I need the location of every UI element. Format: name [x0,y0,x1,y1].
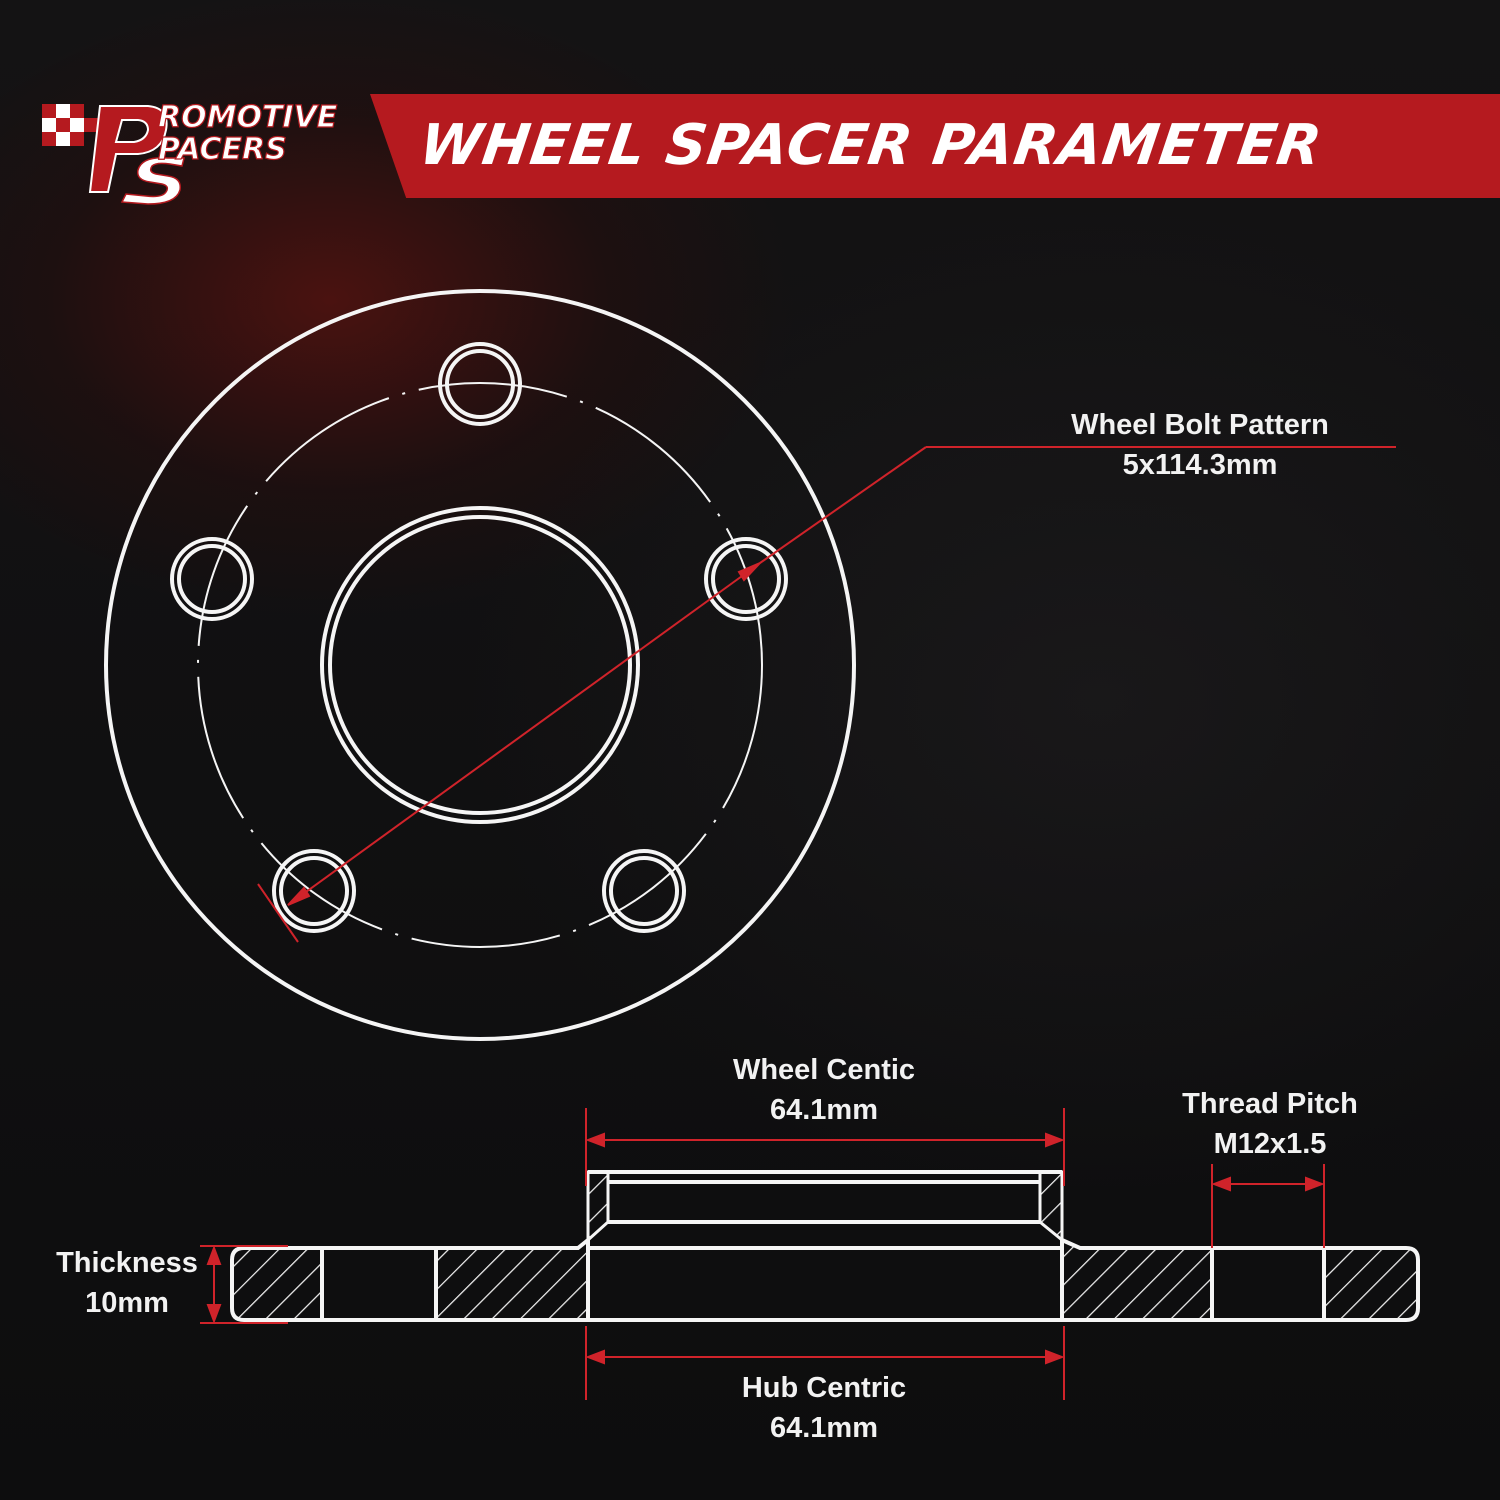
bolt-circle [197,382,763,948]
hatch-left-outer [230,1246,324,1322]
brand-logo-mark [42,104,185,205]
thread-pitch-dimension [1211,1164,1325,1248]
wheel-centric-title: Wheel Centic [732,1054,916,1086]
hatch-right-inner [1060,1236,1214,1322]
thickness-value: 10mm [85,1287,169,1319]
logo-text-bottom: PACERS [157,131,287,167]
header-banner [370,94,1500,198]
wheel-centric-dimension [585,1108,1065,1186]
hub-centric-title: Hub Centric [741,1372,907,1404]
thread-pitch-value: M12x1.5 [1213,1128,1327,1160]
bolt-hole [170,537,254,621]
bolt-hole [272,849,356,933]
thickness-title: Thickness [56,1247,198,1279]
hatch-lip-right [1038,1170,1064,1244]
center-bore-inner [328,515,632,815]
hub-centric-dimension [585,1326,1065,1400]
thickness-label: Thickness 10mm [34,1243,220,1323]
hub-centric-value: 64.1mm [769,1412,878,1444]
spacer-side-view [230,1170,1420,1322]
bolt-hole [704,537,788,621]
brand-logo: ROMOTIVE PACERS [30,96,370,206]
bolt-pattern-dimension [257,446,1396,943]
bolt-pattern-value: 5x114.3mm [1122,449,1278,481]
center-bore-outer [320,506,640,824]
wheel-centric-label: Wheel Centic 64.1mm [664,1050,984,1130]
bolt-hole [438,342,522,426]
bolt-hole [602,849,686,933]
thickness-dimension [200,1245,288,1324]
spacer-front-view [104,289,856,1041]
hatch-lip-left [586,1170,610,1244]
hatch-left-inner [434,1235,590,1322]
logo-text-top: ROMOTIVE [157,99,338,135]
bolt-pattern-title: Wheel Bolt Pattern [1071,409,1329,441]
outer-edge [104,289,856,1041]
thread-pitch-label: Thread Pitch M12x1.5 [1140,1084,1400,1164]
hatch-right-outer [1322,1246,1420,1322]
bolt-pattern-label: Wheel Bolt Pattern 5x114.3mm [1020,405,1380,485]
wheel-centric-value: 64.1mm [769,1094,878,1126]
thread-pitch-title: Thread Pitch [1182,1088,1358,1120]
hub-centric-label: Hub Centric 64.1mm [664,1368,984,1448]
